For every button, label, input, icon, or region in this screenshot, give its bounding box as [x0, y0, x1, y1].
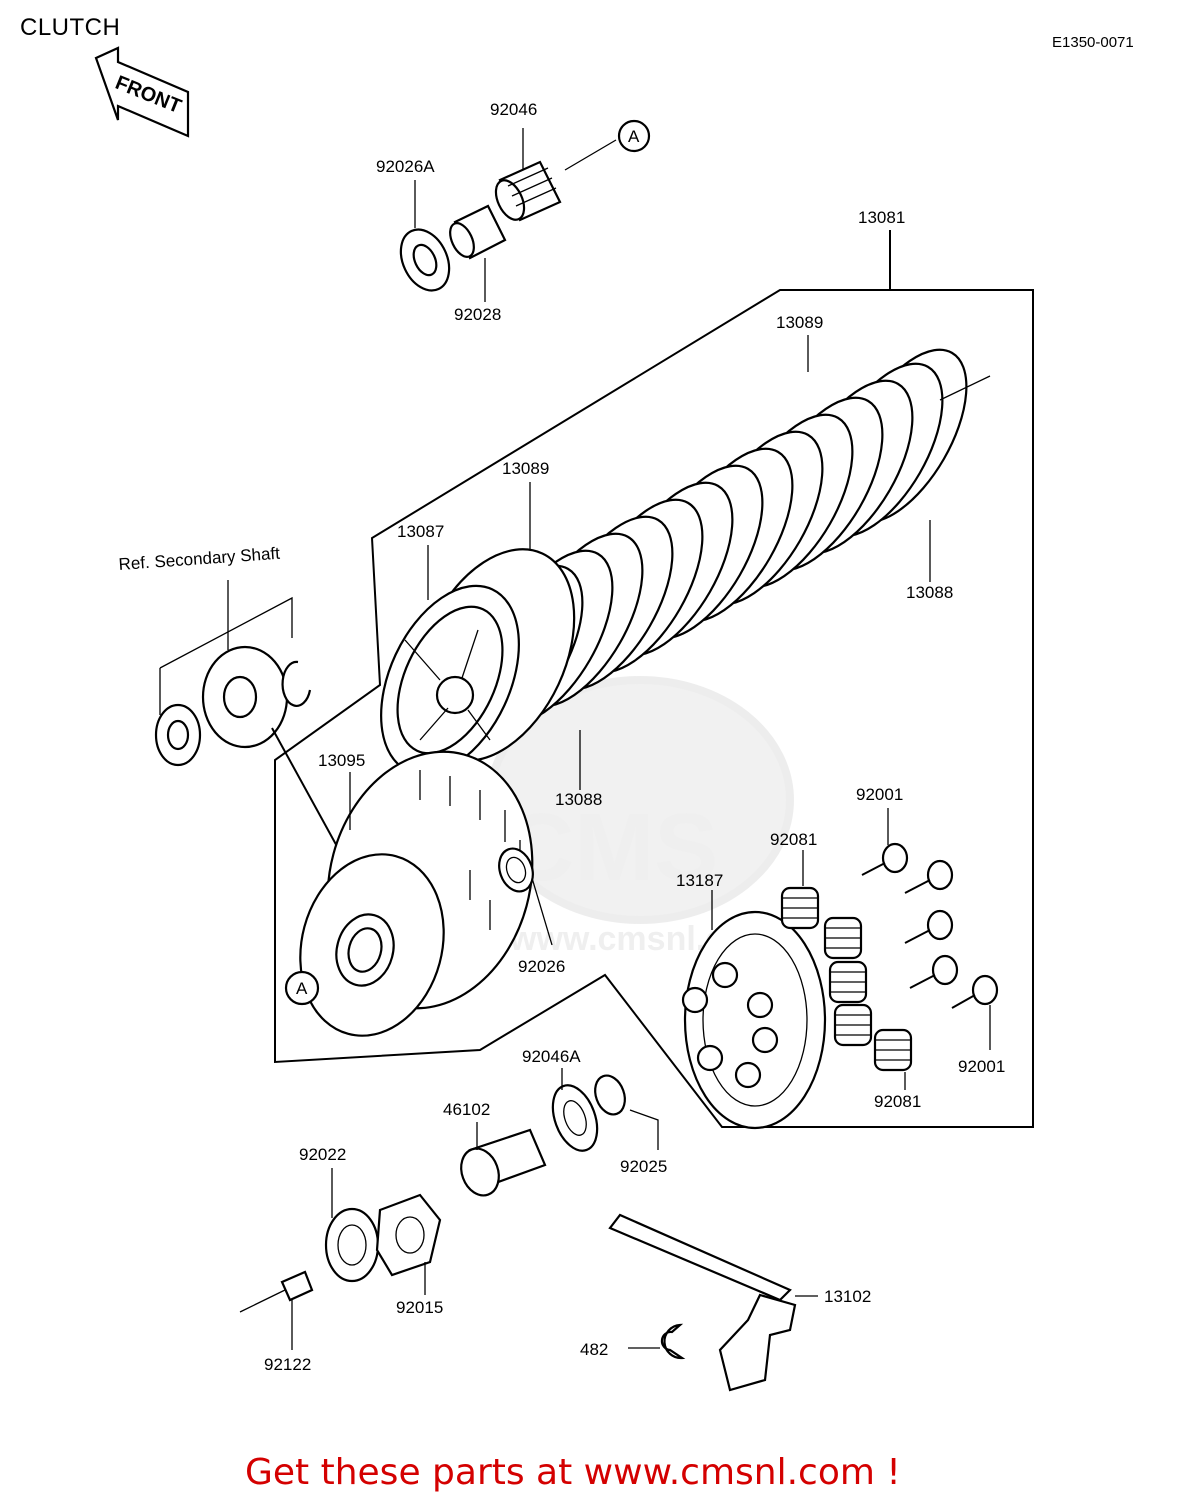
secondary-shaft-gear	[154, 580, 351, 871]
front-arrow-icon: FRONT	[94, 46, 190, 138]
label-13187: 13187	[676, 871, 723, 890]
label-13089-mid: 13089	[502, 459, 549, 478]
label-92025: 92025	[620, 1157, 667, 1176]
label-13102: 13102	[824, 1287, 871, 1306]
release-shaft	[608, 1213, 818, 1392]
page-title: CLUTCH	[20, 14, 121, 41]
label-13088-bottom: 13088	[555, 790, 602, 809]
reference-label: Ref. Secondary Shaft	[118, 544, 281, 574]
label-482: 482	[580, 1340, 608, 1359]
clutch-springs	[780, 850, 913, 1090]
diagram-code: E1350-0071	[1052, 34, 1134, 51]
label-92081-bottom: 92081	[874, 1092, 921, 1111]
label-92015: 92015	[396, 1298, 443, 1317]
label-13095: 13095	[318, 751, 365, 770]
bearing-group-top	[399, 128, 617, 302]
cta-link[interactable]: Get these parts at www.cmsnl.com !	[245, 1452, 901, 1493]
callout-labels: 13081 13089 13089 13088 13088 13087 1309…	[118, 100, 1005, 1374]
ref-a-bottom-circle	[284, 970, 320, 1006]
label-92122: 92122	[264, 1355, 311, 1374]
label-13081: 13081	[858, 208, 905, 227]
clutch-housing	[299, 750, 553, 1037]
clutch-bolts	[861, 808, 999, 1050]
label-92026a: 92026A	[376, 157, 435, 176]
label-92001-top: 92001	[856, 785, 903, 804]
label-92081-top: 92081	[770, 830, 817, 849]
label-13087: 13087	[397, 522, 444, 541]
ref-a-top-circle	[617, 119, 651, 153]
clutch-hub	[380, 545, 576, 776]
label-92022: 92022	[299, 1145, 346, 1164]
label-92026: 92026	[518, 957, 565, 976]
label-92001-bottom: 92001	[958, 1057, 1005, 1076]
watermark-text: CMS	[505, 794, 718, 901]
pressure-plate	[681, 890, 827, 1130]
label-13088-right: 13088	[906, 583, 953, 602]
label-92028: 92028	[454, 305, 501, 324]
label-46102: 46102	[443, 1100, 490, 1119]
release-bearing-group	[239, 1068, 659, 1350]
label-92046a: 92046A	[522, 1047, 581, 1066]
label-92046: 92046	[490, 100, 537, 119]
label-ref-a-top: A	[628, 127, 640, 146]
label-ref-a-bottom: A	[296, 979, 308, 998]
label-13089-top: 13089	[776, 313, 823, 332]
clutch-assembly-bracket	[274, 289, 1034, 1128]
